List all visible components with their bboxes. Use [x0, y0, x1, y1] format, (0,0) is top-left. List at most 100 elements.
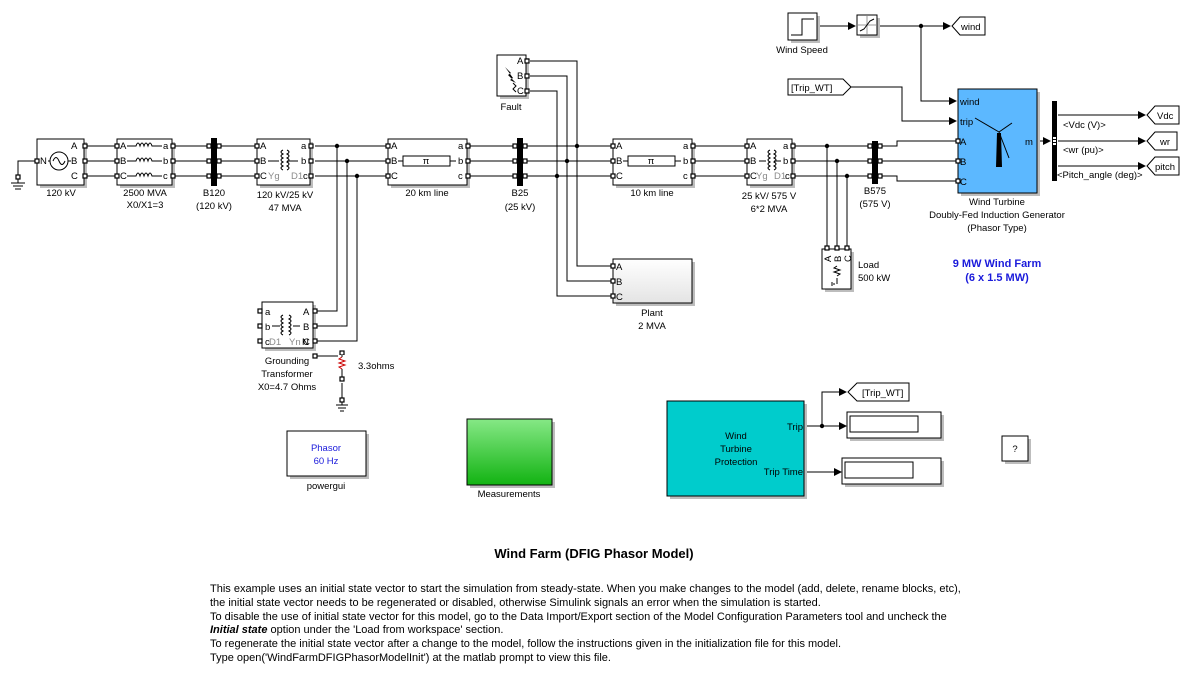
port-label: c	[785, 171, 790, 182]
port-label: Trip	[787, 422, 803, 433]
resistor-label: 3.3ohms	[358, 361, 395, 372]
transformer-label: 25 kV/ 575 V	[742, 191, 797, 202]
load-block[interactable]: A B C Load 500 kW	[821, 245, 890, 292]
measurements-block[interactable]: Measurements	[466, 418, 555, 500]
line-10km[interactable]: A B C a b c π 10 km line	[610, 138, 696, 199]
description-line: To disable the use of initial state vect…	[210, 610, 947, 623]
load-label: Load	[858, 260, 879, 271]
description-line: This example uses an initial state vecto…	[210, 583, 961, 595]
transformer-icon	[280, 314, 285, 336]
goto-wr[interactable]: wr	[1146, 131, 1178, 151]
powergui-block[interactable]: Phasor 60 Hz powergui	[286, 430, 369, 492]
description-emphasis: Initial state	[210, 624, 268, 637]
junction-dots	[334, 23, 924, 429]
port-label: b	[783, 156, 788, 167]
transformer-25-575[interactable]: A B C a b c Yg D1 25 kV/ 575 V 6*2 MVA	[742, 138, 797, 215]
port-label: c	[265, 337, 270, 348]
winding-label: Yg	[268, 171, 280, 182]
plant-label: Plant	[641, 308, 663, 319]
port-label: C	[260, 171, 267, 182]
description-line: To regenerate the initial state vector a…	[210, 638, 842, 651]
display-trip[interactable]	[846, 411, 944, 441]
ground-icon	[11, 174, 25, 190]
resistor-block[interactable]: 3.3ohms	[337, 350, 395, 383]
port-label: b	[458, 156, 463, 167]
transformer-rating-label: 6*2 MVA	[751, 204, 788, 215]
port-label: A	[823, 255, 834, 262]
port-label: B	[71, 156, 77, 167]
goto-label: Vdc	[1157, 111, 1174, 122]
winding-label: Yn	[289, 337, 301, 348]
goto-trip-wt[interactable]: [Trip_WT]	[847, 382, 910, 402]
port-label: trip	[960, 117, 973, 128]
port-label: a	[458, 141, 464, 152]
bus-selector[interactable]: <Vdc (V)> <wr (pu)> <Pitch_angle (deg)>	[1052, 101, 1143, 181]
fault-block[interactable]: A B C Fault	[496, 54, 530, 113]
port-label: B	[960, 157, 966, 168]
bus-b575[interactable]: B575 (575 V)	[859, 141, 891, 210]
pi-line-icon	[627, 155, 676, 167]
bus-voltage-label: (575 V)	[859, 199, 890, 210]
from-trip-wt[interactable]: [Trip_WT]	[787, 78, 852, 96]
port-label: c	[683, 171, 688, 182]
ground-icon	[336, 397, 348, 412]
grounding-transformer[interactable]: a b c A B C N D1 Yn Grounding Transforme…	[257, 301, 318, 393]
goto-wind[interactable]: wind	[951, 16, 986, 36]
port-label: A	[960, 137, 967, 148]
goto-pitch[interactable]: pitch	[1146, 156, 1180, 176]
display-trip-time[interactable]	[841, 457, 944, 487]
saturation-block[interactable]	[856, 14, 880, 38]
transformer-120-25[interactable]: A B C a b c Yg D1 120 kV/25 kV 47 MVA	[254, 138, 314, 214]
winding-label: Yg	[756, 171, 768, 182]
port-label: a	[265, 307, 271, 318]
port-label: N	[302, 337, 309, 348]
description-line: the initial state vector needs to be reg…	[210, 596, 821, 609]
load-rating-label: 500 kW	[858, 273, 890, 284]
bus-b120[interactable]: B120 (120 kV)	[196, 138, 232, 212]
pi-line-icon	[402, 155, 451, 167]
help-button[interactable]: ?	[1001, 435, 1031, 464]
impedance-label: 2500 MVA	[123, 188, 167, 199]
wind-farm-annotation: 9 MW Wind Farm	[953, 258, 1042, 270]
protection-title-2: Turbine	[720, 444, 752, 455]
wind-turbine-block[interactable]: wind trip A B C m Wind Turbine Doubly-Fe…	[929, 88, 1065, 234]
pi-symbol: π	[648, 156, 655, 167]
goto-label: pitch	[1155, 162, 1175, 173]
measurements-label: Measurements	[478, 489, 541, 500]
port-label: B	[750, 156, 756, 167]
bus-b25[interactable]: B25 (25 kV)	[505, 138, 536, 213]
port-label: C	[843, 255, 854, 262]
source-block[interactable]: N A B C 120 kV	[34, 138, 88, 199]
port-label: a	[301, 141, 307, 152]
plant-block[interactable]: A B C Plant 2 MVA	[610, 258, 695, 332]
port-label: A	[750, 141, 757, 152]
bus-label: B25	[512, 188, 529, 199]
port-label: C	[616, 292, 623, 303]
port-label: A	[303, 307, 310, 318]
wind-speed-label: Wind Speed	[776, 45, 828, 56]
bus-label: B120	[203, 188, 225, 199]
port-label: B	[391, 156, 397, 167]
impedance-block[interactable]: A B C a b c 2500 MVA X0/X1=3	[114, 138, 176, 211]
protection-block[interactable]: Wind Turbine Protection Trip Trip Time	[666, 400, 807, 499]
inductor-icon	[127, 142, 162, 178]
description-line: option under the 'Load from workspace' s…	[267, 624, 504, 637]
port-label: B	[260, 156, 266, 167]
protection-title-3: Protection	[715, 457, 758, 468]
port-label: b	[683, 156, 688, 167]
goto-vdc[interactable]: Vdc	[1146, 105, 1180, 125]
goto-label: wind	[960, 22, 981, 33]
port-label: c	[163, 171, 168, 182]
wind-turbine-icon	[974, 117, 1013, 167]
line-20km[interactable]: A B C a b c π 20 km line	[385, 138, 471, 199]
wind-speed-block[interactable]: Wind Speed	[776, 12, 828, 56]
port-label: C	[120, 171, 127, 182]
transformer-rating-label: 47 MVA	[268, 203, 302, 214]
winding-label: D1	[269, 337, 281, 348]
powergui-label: powergui	[307, 481, 346, 492]
fault-label: Fault	[500, 102, 521, 113]
powergui-mode: Phasor	[311, 443, 341, 454]
port-label: B	[303, 322, 309, 333]
port-label: C	[71, 171, 78, 182]
